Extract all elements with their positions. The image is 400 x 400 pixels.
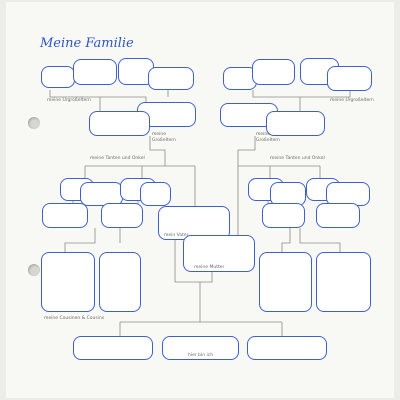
aunts-uncles-label-right: meine Tanten und Onkel — [270, 156, 325, 161]
aunt-uncle-partner-box[interactable] — [101, 203, 143, 228]
self-box[interactable] — [162, 336, 239, 360]
aunts-uncles-label-left: meine Tanten und Onkel — [90, 156, 145, 161]
connector-line — [281, 228, 291, 252]
connector-line — [299, 228, 341, 252]
grandparents-label-right-line2: Großeltern — [256, 138, 281, 143]
cousin-box[interactable] — [259, 252, 312, 312]
punch-hole-bottom — [28, 264, 40, 276]
connector-line — [149, 136, 166, 166]
mother-box[interactable] — [183, 235, 255, 272]
connector-line — [252, 90, 351, 98]
aunt-uncle-partner-box[interactable] — [316, 203, 360, 228]
punch-hole-top — [28, 117, 40, 129]
great-grandparent-box[interactable] — [252, 59, 295, 85]
great-grandparent-box[interactable] — [41, 66, 75, 88]
aunt-uncle-partner-box[interactable] — [42, 203, 88, 228]
aunt-uncle-box[interactable] — [270, 182, 306, 206]
connector-line — [174, 240, 213, 283]
cousin-box[interactable] — [316, 252, 371, 312]
cousin-box[interactable] — [99, 252, 141, 312]
sibling-box[interactable] — [247, 336, 327, 360]
sibling-box[interactable] — [73, 336, 153, 360]
connector-line — [49, 90, 147, 104]
connector-line — [237, 136, 256, 166]
grandparents-label-right-line1: meine — [256, 132, 271, 137]
aunt-uncle-box[interactable] — [140, 182, 171, 206]
great-grandparents-label-right: meine Urgroßeltern — [330, 98, 374, 103]
grandparents-label-left-line1: meine — [152, 132, 167, 137]
grandparent-box[interactable] — [89, 111, 150, 136]
great-grandparent-box[interactable] — [327, 66, 372, 91]
great-grandparent-box[interactable] — [148, 67, 194, 90]
great-grandparents-label-left: meine Urgroßeltern — [47, 98, 91, 103]
mother-label: meine Mutter — [194, 265, 225, 270]
cousins-label: meine Cousinen & Cousins — [44, 316, 105, 321]
self-label: hier bin ich — [188, 353, 214, 358]
grandparent-box[interactable] — [266, 111, 325, 136]
connector-line — [64, 228, 96, 252]
father-label: mein Vater — [164, 233, 189, 238]
grandparents-label-left-line2: Großeltern — [152, 138, 177, 143]
page-title: Meine Familie — [40, 36, 134, 51]
great-grandparent-box[interactable] — [73, 59, 117, 85]
aunt-uncle-partner-box[interactable] — [262, 203, 305, 228]
cousin-box[interactable] — [41, 252, 95, 312]
